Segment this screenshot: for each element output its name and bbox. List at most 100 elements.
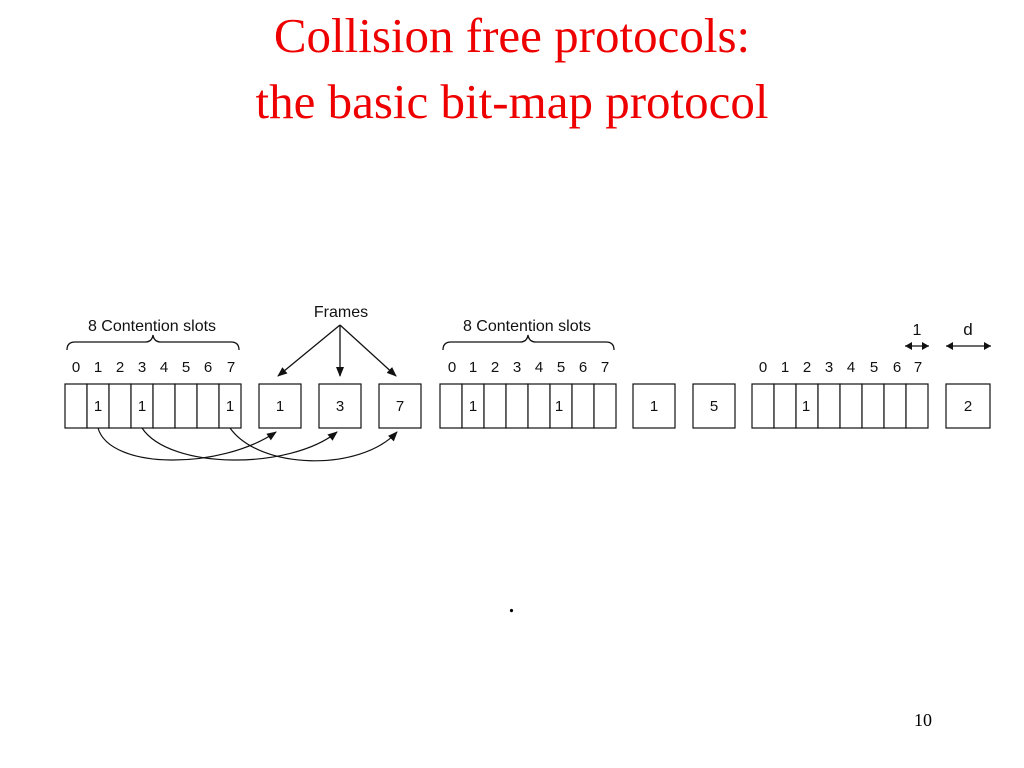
- stray-dot: .: [508, 588, 515, 619]
- frame-box: [258, 383, 302, 429]
- slots-brace: [66, 334, 240, 351]
- frame-number: 7: [396, 398, 404, 415]
- frames-pointer-arrows: [277, 324, 397, 377]
- frame-number: 5: [710, 398, 718, 415]
- slot-number: 7: [914, 359, 922, 376]
- slot-cell: [883, 383, 907, 429]
- page-number: 10: [914, 710, 932, 730]
- slot-number: 4: [160, 359, 168, 376]
- frame-box: [692, 383, 736, 429]
- slot-number: 3: [138, 359, 146, 376]
- slot-number: 1: [94, 359, 102, 376]
- slot-value: 1: [802, 398, 810, 415]
- slot-number: 3: [825, 359, 833, 376]
- slots-brace: [442, 334, 615, 351]
- slot-cell: [439, 383, 463, 429]
- slot-cell: [483, 383, 507, 429]
- slot-number: 4: [847, 359, 855, 376]
- title-line-1: Collision free protocols:: [273, 8, 751, 63]
- slot-number: 4: [535, 359, 543, 376]
- slot-width-arrow-left: [905, 342, 912, 350]
- frame-number: 1: [650, 398, 658, 415]
- frames-arrow-to-1: [277, 324, 341, 377]
- slot-number: 6: [204, 359, 212, 376]
- slot-cell: [593, 383, 617, 429]
- slot-numbers: 0 1 2 3 4 5 6 7: [72, 359, 235, 376]
- slot-width-arrow-right: [922, 342, 929, 350]
- slot-cell: [861, 383, 885, 429]
- slot-values: 1 1 1: [94, 398, 234, 415]
- slot-number: 2: [803, 359, 811, 376]
- slot-width-label: 1: [913, 322, 922, 339]
- slot-cell: [196, 383, 220, 429]
- slot-to-frame-arrows: [97, 427, 398, 462]
- slot3-to-frame3-arrow: [141, 427, 338, 461]
- contention-slots-label: 8 Contention slots: [88, 318, 216, 335]
- slot-cell: [64, 383, 88, 429]
- slot-number: 1: [781, 359, 789, 376]
- slot-cells: [751, 383, 929, 429]
- slot-cells: [64, 383, 242, 429]
- frames-label: Frames: [314, 304, 368, 321]
- slot-cell: [905, 383, 929, 429]
- slot-value: 1: [94, 398, 102, 415]
- contention-group-3: 0 1 2 3 4 5 6 7 1 2: [751, 359, 991, 429]
- slot-cell: [152, 383, 176, 429]
- slot-number: 5: [182, 359, 190, 376]
- slot-cells: [439, 383, 617, 429]
- slot-cell: [571, 383, 595, 429]
- slot-number: 2: [116, 359, 124, 376]
- frame-boxes: [258, 383, 422, 429]
- slot-cell: [773, 383, 797, 429]
- frame-length-arrow-left: [946, 342, 953, 350]
- slot-numbers: 0 1 2 3 4 5 6 7: [448, 359, 609, 376]
- frames-arrow-to-7: [339, 324, 397, 377]
- slot-number: 0: [72, 359, 80, 376]
- frame-length-arrow-right: [984, 342, 991, 350]
- slot-value: 1: [226, 398, 234, 415]
- frame-number: 2: [964, 398, 972, 415]
- frame-length-dimension: d: [946, 320, 991, 350]
- slot-value: 1: [138, 398, 146, 415]
- slot7-to-frame7-arrow: [229, 427, 398, 462]
- slot-number: 0: [759, 359, 767, 376]
- contention-group-2: 8 Contention slots 0 1 2 3 4 5 6 7 1 1: [439, 318, 736, 429]
- slot-values: 1: [802, 398, 810, 415]
- frame-boxes: [632, 383, 736, 429]
- slot-number: 7: [227, 359, 235, 376]
- slot-width-dimension: 1: [905, 322, 929, 350]
- slot-number: 6: [893, 359, 901, 376]
- slot1-to-frame1-arrow: [97, 427, 277, 461]
- slot-value: 1: [555, 398, 563, 415]
- contention-slots-label: 8 Contention slots: [463, 318, 591, 335]
- slot-number: 5: [557, 359, 565, 376]
- slot-value: 1: [469, 398, 477, 415]
- slot-cell: [174, 383, 198, 429]
- slot-number: 3: [513, 359, 521, 376]
- frame-box: [378, 383, 422, 429]
- slot-number: 2: [491, 359, 499, 376]
- slot-values: 1 1: [469, 398, 563, 415]
- slot-cell: [839, 383, 863, 429]
- title-line-2: the basic bit-map protocol: [255, 74, 769, 129]
- contention-group-1: 8 Contention slots 0 1 2 3 4 5 6 7 1 1 1: [64, 318, 422, 462]
- slot-cell: [751, 383, 775, 429]
- frame-box: [632, 383, 676, 429]
- slot-cell: [527, 383, 551, 429]
- frame-box: [945, 383, 991, 429]
- slot-number: 7: [601, 359, 609, 376]
- slot-number: 6: [579, 359, 587, 376]
- slot-numbers: 0 1 2 3 4 5 6 7: [759, 359, 922, 376]
- frame-box: [318, 383, 362, 429]
- frame-number: 3: [336, 398, 344, 415]
- frame-boxes: [945, 383, 991, 429]
- slot-cell: [108, 383, 132, 429]
- slot-cell: [817, 383, 841, 429]
- slot-number: 0: [448, 359, 456, 376]
- slot-number: 1: [469, 359, 477, 376]
- slot-cell: [505, 383, 529, 429]
- frame-length-label: d: [963, 320, 972, 339]
- slot-number: 5: [870, 359, 878, 376]
- frame-number: 1: [276, 398, 284, 415]
